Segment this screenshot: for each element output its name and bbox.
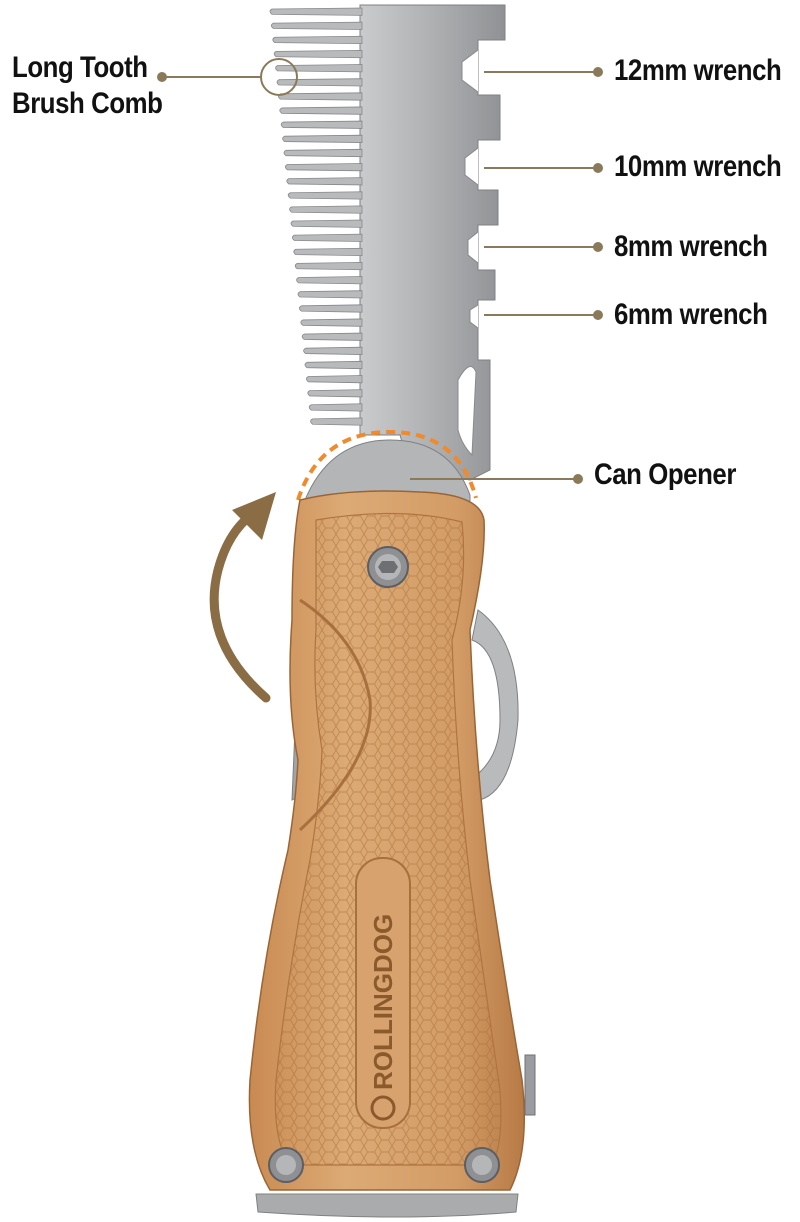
wrench-notch-12mm <box>461 49 479 93</box>
comb-tooth <box>280 120 363 129</box>
comb-tooth <box>290 219 363 228</box>
comb-tooth <box>289 205 363 214</box>
comb-tooth <box>301 332 363 341</box>
callout-comb: Long Tooth Brush Comb <box>12 50 163 122</box>
comb-tooth <box>286 177 363 186</box>
logo-plaque <box>355 857 411 1129</box>
comb-tooth <box>306 375 363 384</box>
comb-tooth <box>278 92 363 101</box>
comb-tooth <box>299 304 363 313</box>
screw-top <box>367 546 409 588</box>
callout-12mm-wrench: 12mm wrench <box>614 54 782 87</box>
comb-tooth <box>294 261 363 271</box>
handle-base-plate <box>255 1193 519 1218</box>
comb-tooth <box>304 360 363 370</box>
screw-bottom-left <box>268 1147 304 1183</box>
brand-logo: ROLLINGDOG <box>368 914 398 1090</box>
comb-blade <box>269 4 506 481</box>
thumb-recess <box>298 598 372 832</box>
comb-tooth <box>300 318 363 327</box>
comb-tooth <box>287 191 363 200</box>
comb-tooth <box>292 233 363 242</box>
rotation-arrowhead <box>232 492 276 540</box>
comb-tooth <box>275 64 363 73</box>
comb-tooth <box>297 290 363 299</box>
comb-tooth <box>285 163 363 172</box>
comb-tooth <box>271 21 363 30</box>
comb-teeth <box>269 7 363 426</box>
comb-tooth <box>276 78 363 87</box>
callout-leaders <box>157 58 603 484</box>
side-clip <box>524 1054 536 1116</box>
comb-tooth <box>282 134 363 143</box>
can-opener-dashed-highlight <box>296 429 478 501</box>
comb-tooth <box>296 276 363 285</box>
callout-can-opener: Can Opener <box>594 458 736 491</box>
screw-bottom-right <box>464 1147 500 1183</box>
comb-spine <box>359 4 506 481</box>
callout-comb-line2: Brush Comb <box>12 87 163 120</box>
callout-6mm-wrench: 6mm wrench <box>614 298 768 331</box>
wrench-notch-8mm <box>467 231 479 264</box>
comb-tooth <box>273 49 363 59</box>
callout-8mm-wrench: 8mm wrench <box>614 230 768 263</box>
comb-tooth <box>303 346 363 355</box>
comb-tooth <box>279 106 363 115</box>
wrench-notch-10mm <box>464 147 479 186</box>
leader-comb-dot <box>157 72 167 82</box>
comb-tooth <box>293 247 363 257</box>
comb-tooth <box>308 403 363 412</box>
comb-tooth <box>307 389 363 398</box>
comb-tooth <box>310 417 363 426</box>
comb-tooth <box>283 148 363 158</box>
callout-comb-line1: Long Tooth <box>12 51 148 84</box>
comb-slot-cutout <box>457 366 477 457</box>
leader-comb-ring <box>260 58 298 96</box>
callout-10mm-wrench: 10mm wrench <box>614 150 782 183</box>
logo-emblem <box>370 1095 396 1121</box>
comb-tooth <box>269 7 363 16</box>
handle-hex-texture <box>274 512 502 1166</box>
rotation-arrow <box>209 503 271 703</box>
comb-tooth <box>272 35 363 45</box>
wrench-notch-6mm <box>469 304 479 329</box>
